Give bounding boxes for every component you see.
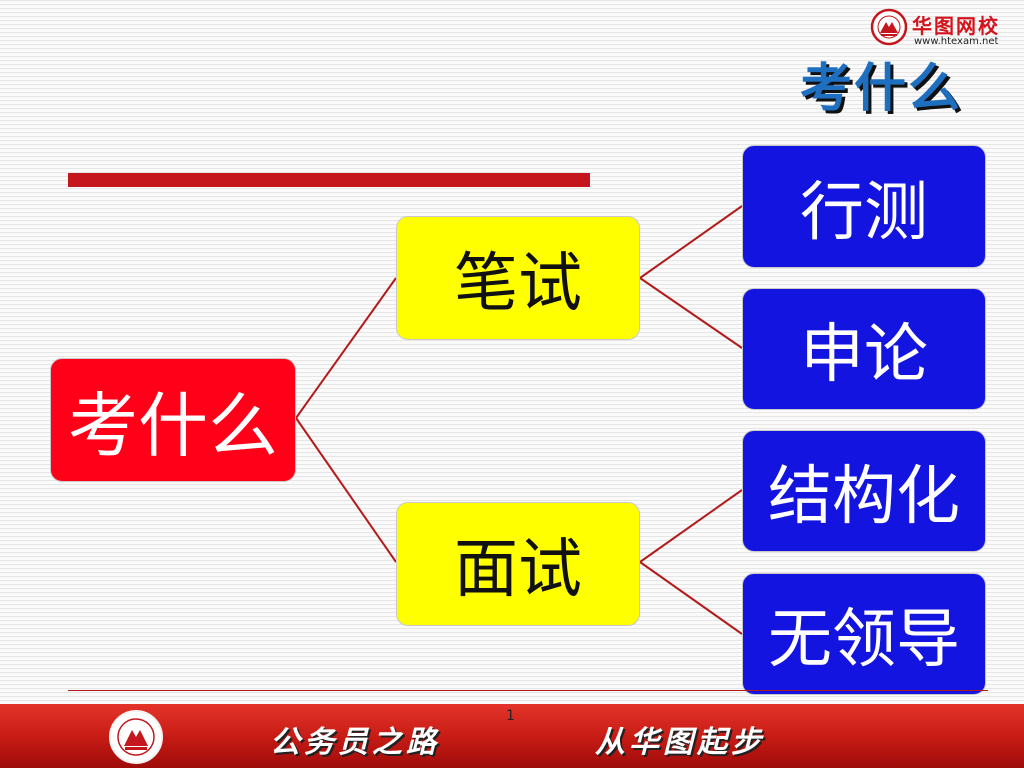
page-number: 1 [506, 708, 515, 724]
brand-name: 华图网校 [912, 14, 1000, 38]
footer-slogan-left: 公务员之路 [270, 725, 440, 760]
brand-url: www.htexam.net [914, 36, 999, 47]
huatu-education-emblem-icon [109, 710, 163, 764]
slide-title: 考什么 [800, 59, 963, 119]
footer-slogan-right: 从华图起步 [595, 725, 765, 760]
title-underline-bar [68, 173, 590, 187]
connector-root-branch1 [295, 277, 397, 419]
brand-logo: 华图网校 www.htexam.net [870, 8, 1010, 50]
connector-branch2-leaf4 [639, 561, 743, 635]
connector-branch2-leaf3 [639, 489, 743, 563]
bottom-divider [68, 690, 988, 691]
branch-node-written-exam: 笔试 [396, 216, 640, 340]
leaf-node-structured: 结构化 [742, 430, 986, 552]
connector-root-branch2 [295, 417, 397, 563]
connector-branch1-leaf1 [639, 205, 743, 279]
root-node: 考什么 [50, 358, 296, 482]
leaf-node-xingce: 行测 [742, 145, 986, 268]
huatu-emblem-icon [870, 8, 908, 46]
footer-banner: 公务员之路 从华图起步 [0, 704, 1024, 768]
connector-branch1-leaf2 [639, 277, 743, 349]
branch-node-interview: 面试 [396, 502, 640, 626]
leaf-node-leaderless: 无领导 [742, 573, 986, 695]
leaf-node-shenlun: 申论 [742, 288, 986, 410]
